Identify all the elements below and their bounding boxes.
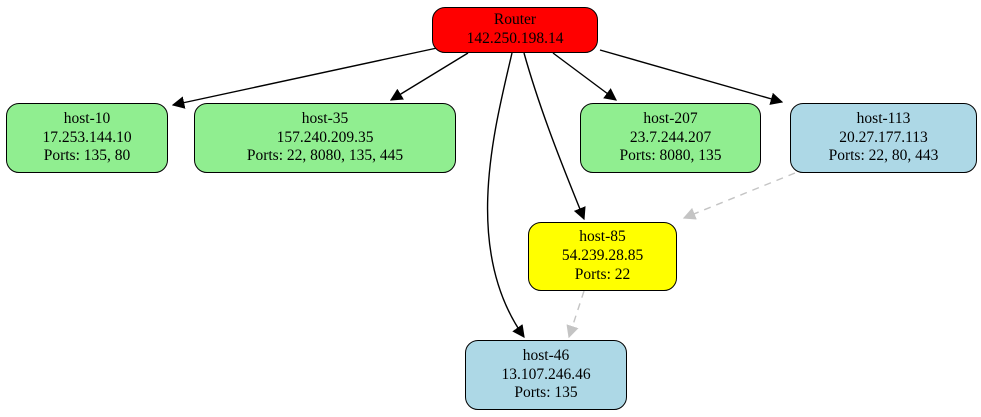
node-ports: Ports: 135 (514, 384, 578, 402)
node-label: host-10 (63, 109, 111, 127)
node-ports: Ports: 22, 8080, 135, 445 (246, 147, 404, 165)
node-ports: Ports: 8080, 135 (619, 147, 722, 165)
edge-Router-host-207 (552, 52, 618, 101)
node-ports: Ports: 22, 80, 443 (828, 147, 939, 165)
node-ip: 142.250.198.14 (466, 30, 564, 47)
node-ip: 13.107.246.46 (501, 365, 591, 383)
node-host-46: host-46 13.107.246.46 Ports: 135 (465, 340, 627, 410)
node-ip: 20.27.177.113 (839, 128, 928, 146)
node-ip: 17.253.144.10 (42, 128, 132, 146)
node-host-35: host-35 157.240.209.35 Ports: 22, 8080, … (194, 103, 456, 173)
node-host-207: host-207 23.7.244.207 Ports: 8080, 135 (580, 103, 761, 173)
node-label: host-85 (579, 228, 626, 246)
edge-Router-host-35 (389, 52, 469, 101)
node-ports: Ports: 22 (574, 265, 631, 283)
edge-Router-host-113 (599, 49, 784, 105)
node-host-113: host-113 20.27.177.113 Ports: 22, 80, 44… (790, 103, 977, 173)
edge-host-113-host-85 (682, 172, 796, 220)
node-ip: 54.239.28.85 (561, 247, 644, 265)
node-label: host-46 (522, 346, 570, 364)
node-label: host-207 (643, 109, 698, 127)
edge-Router-host-46 (486, 52, 525, 339)
node-ip: 157.240.209.35 (276, 128, 374, 146)
edge-Router-host-85 (523, 52, 586, 221)
node-label: Router (493, 11, 537, 29)
node-host-10: host-10 17.253.144.10 Ports: 135, 80 (6, 103, 168, 173)
node-label: host-113 (856, 109, 911, 127)
edge-Router-host-10 (171, 47, 438, 109)
node-ip: 23.7.244.207 (629, 128, 712, 146)
node-label: host-35 (301, 109, 349, 127)
node-router: Router 142.250.198.14 (432, 7, 598, 53)
node-host-85: host-85 54.239.28.85 Ports: 22 (528, 222, 677, 291)
edge-host-85-host-46 (566, 290, 585, 339)
node-ports: Ports: 135, 80 (43, 147, 131, 165)
